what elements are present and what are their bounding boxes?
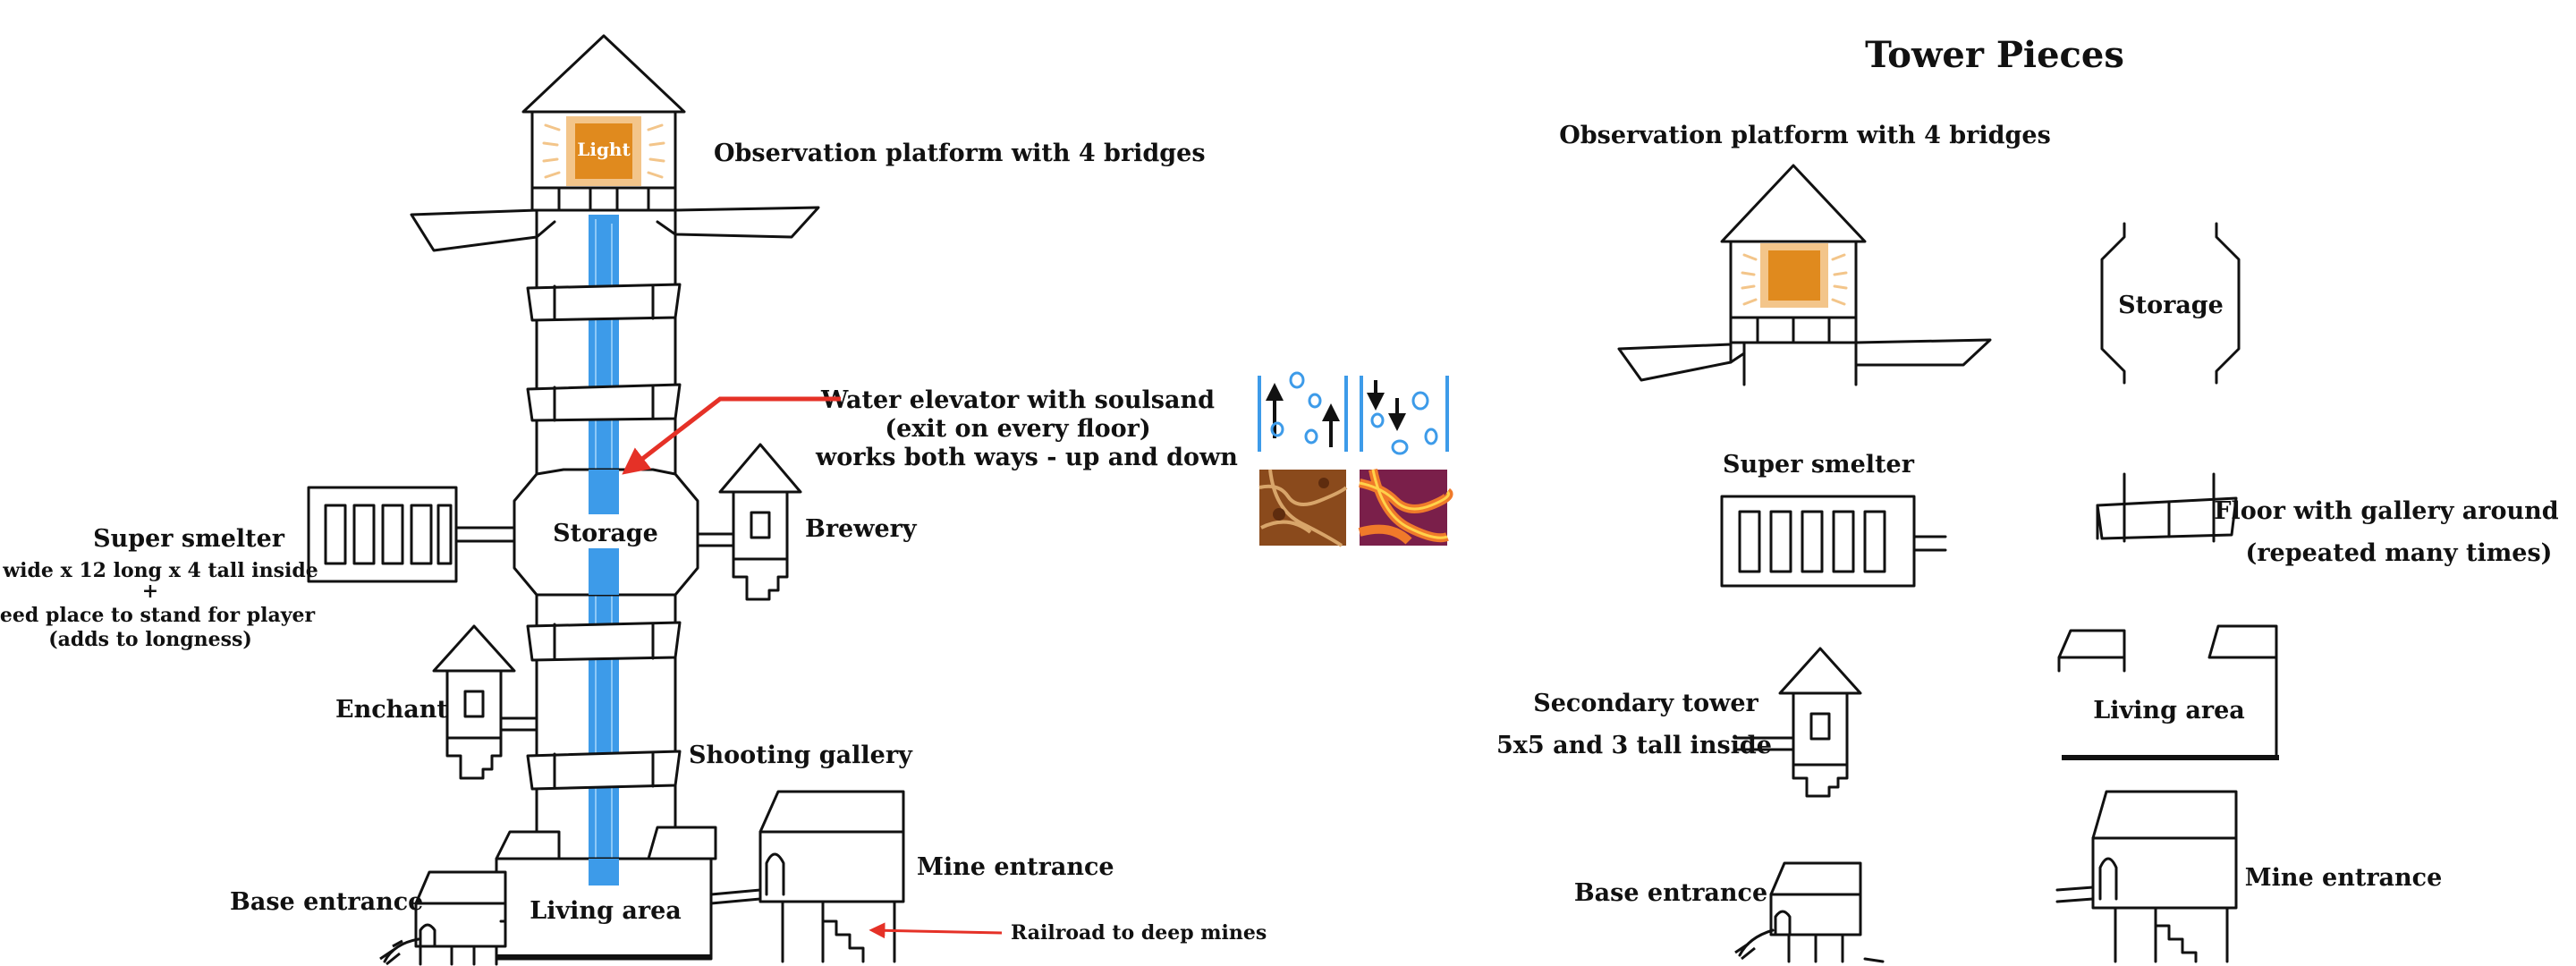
mine-entrance-label-left: Mine entrance [917, 853, 1114, 881]
gallery-floor-2 [526, 383, 682, 422]
smelter-label-right: Super smelter [1723, 451, 1915, 479]
main-tower: Light [307, 34, 905, 966]
smelter-note-line4: (adds to longness) [48, 628, 252, 651]
observation-label-left: Observation platform with 4 bridges [714, 140, 1206, 167]
base-entrance-label-left: Base entrance [230, 888, 423, 916]
light-label: Light [577, 139, 631, 160]
storage-label-right: Storage [2118, 292, 2224, 319]
base-entrance-piece [1734, 861, 1885, 963]
railroad-arrow [869, 922, 1003, 939]
elevator-label-line2: (exit on every floor) [885, 415, 1150, 443]
elevator-label-line1: Water elevator with soulsand [820, 386, 1215, 414]
railroad-label: Railroad to deep mines [1011, 921, 1267, 945]
light: Light [542, 116, 665, 186]
bridge-right [674, 206, 820, 239]
storage-label: Storage [553, 520, 658, 547]
magma-block-icon [1358, 468, 1453, 546]
brewery-tower [696, 443, 802, 601]
super-smelter [307, 486, 516, 583]
smelter-note-line3: need place to stand for player [0, 604, 315, 627]
elevator-pointer-arrow [622, 396, 841, 475]
observation-platform-piece [1617, 164, 1992, 386]
observation-floor [530, 186, 677, 212]
down-elevator-icon [1360, 376, 1449, 455]
floor-gallery-label-line1: Floor with gallery around [2214, 497, 2558, 525]
brewery-label: Brewery [805, 515, 918, 543]
soulsand-block-icon [1258, 469, 1348, 547]
up-elevator-icon [1258, 371, 1348, 452]
base-entrance [379, 870, 507, 966]
smelter-note-line1: 4 wide x 12 long x 4 tall inside [0, 559, 318, 582]
bridge-left [410, 208, 538, 252]
gallery-floor-4 [526, 750, 682, 791]
storage-piece: Storage [2100, 222, 2241, 385]
smelter-label-left: Super smelter [93, 525, 285, 553]
living-area-label: Living area [530, 897, 682, 925]
observation-label-right: Observation platform with 4 bridges [1559, 122, 2051, 149]
gallery-floor-piece [2096, 472, 2238, 543]
smelter-piece [1720, 495, 1947, 588]
mine-entrance-piece [2055, 790, 2238, 963]
elevator-label-line3: works both ways - up and down [815, 444, 1238, 471]
floor-gallery-label-line2: (repeated many times) [2246, 539, 2553, 567]
secondary-tower-piece [1733, 647, 1862, 798]
base-entrance-label-right: Base entrance [1574, 879, 1767, 907]
secondary-tower-label-line1: Secondary tower [1533, 690, 1758, 717]
living-area-piece: Living area [2057, 624, 2279, 760]
smelter-note-line2: + [142, 580, 158, 603]
living-area-label-right: Living area [2093, 697, 2245, 724]
enchant-label: Enchant [335, 696, 448, 724]
mine-entrance [709, 790, 905, 963]
enchant-tower [432, 624, 538, 780]
gallery-floor-3 [526, 621, 682, 662]
roof [521, 34, 686, 114]
mine-entrance-label-right: Mine entrance [2245, 864, 2443, 892]
gallery-floor-1 [526, 283, 682, 322]
shooting-gallery-label: Shooting gallery [689, 741, 913, 769]
tower-pieces-title: Tower Pieces [1865, 34, 2124, 76]
secondary-tower-label-line2: 5x5 and 3 tall inside [1496, 732, 1772, 759]
